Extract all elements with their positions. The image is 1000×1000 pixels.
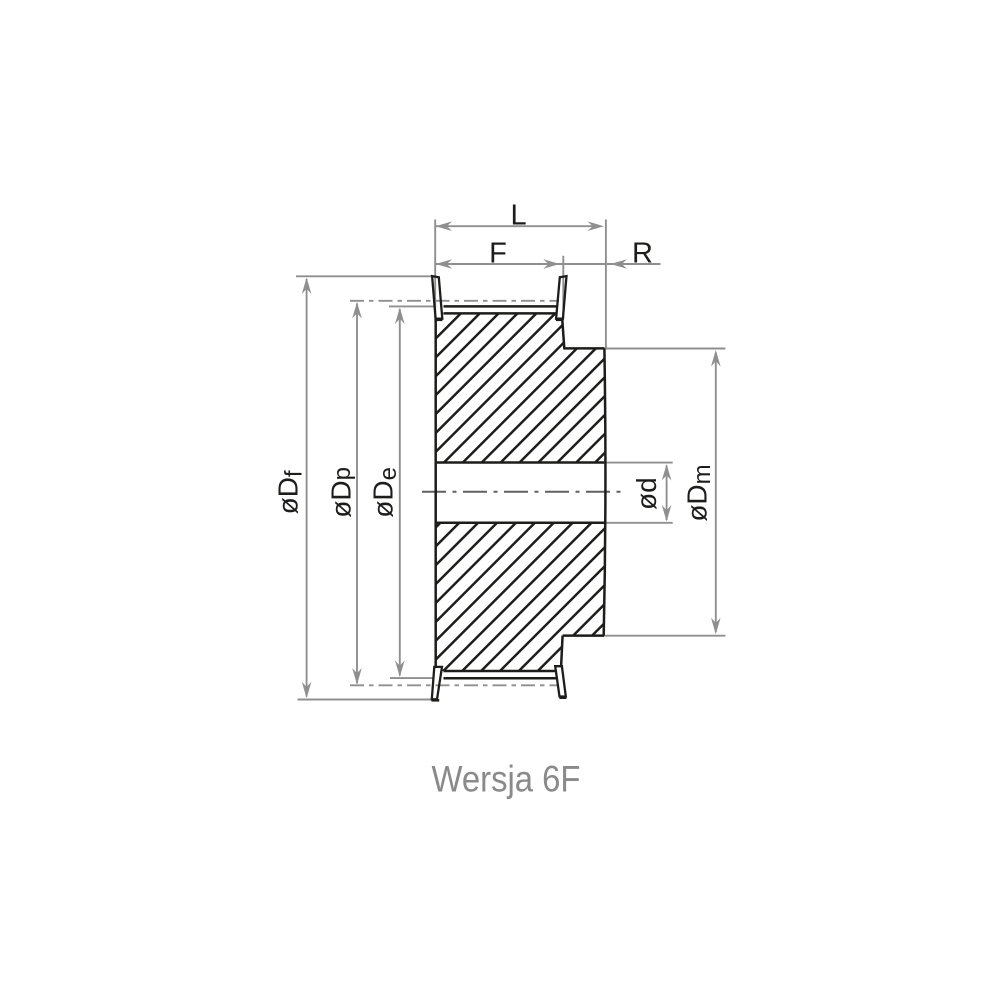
svg-text:øDf: øDf [272,470,307,514]
svg-text:L: L [511,200,527,232]
svg-text:ød: ød [631,477,662,510]
svg-text:øDe: øDe [368,467,403,518]
svg-text:R: R [632,237,653,269]
svg-text:øDp: øDp [326,467,357,518]
svg-text:Wersja 6F: Wersja 6F [432,759,581,800]
svg-text:F: F [489,237,507,269]
